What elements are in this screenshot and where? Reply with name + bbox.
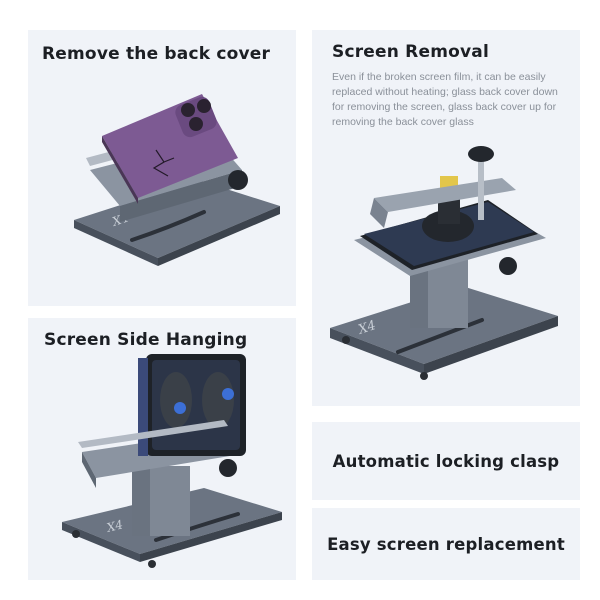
fixture-side-hanging-illustration: X4 <box>62 354 282 568</box>
panel-screen-side-hanging: Screen Side Hanging X4 <box>28 318 296 580</box>
panel-automatic-locking-clasp: Automatic locking clasp <box>312 422 580 500</box>
panel-title: Screen Removal <box>332 42 489 62</box>
svg-text:X4: X4 <box>356 318 378 338</box>
panel-screen-removal: Screen Removal Even if the broken screen… <box>312 30 580 406</box>
fixture-suction-illustration: X4 <box>330 146 558 380</box>
panel-title: Automatic locking clasp <box>332 451 560 471</box>
svg-text:X4: X4 <box>104 517 124 535</box>
panel-remove-back-cover: Remove the back cover X4 <box>28 30 296 306</box>
panel-easy-screen-replacement: Easy screen replacement <box>312 508 580 580</box>
panel-description: Even if the broken screen film, it can b… <box>332 71 558 128</box>
fixture-with-phone-illustration: X4 <box>74 94 280 266</box>
panel-title: Screen Side Hanging <box>44 330 248 350</box>
panel-title: Remove the back cover <box>42 44 271 64</box>
panel-title: Easy screen replacement <box>327 534 565 554</box>
